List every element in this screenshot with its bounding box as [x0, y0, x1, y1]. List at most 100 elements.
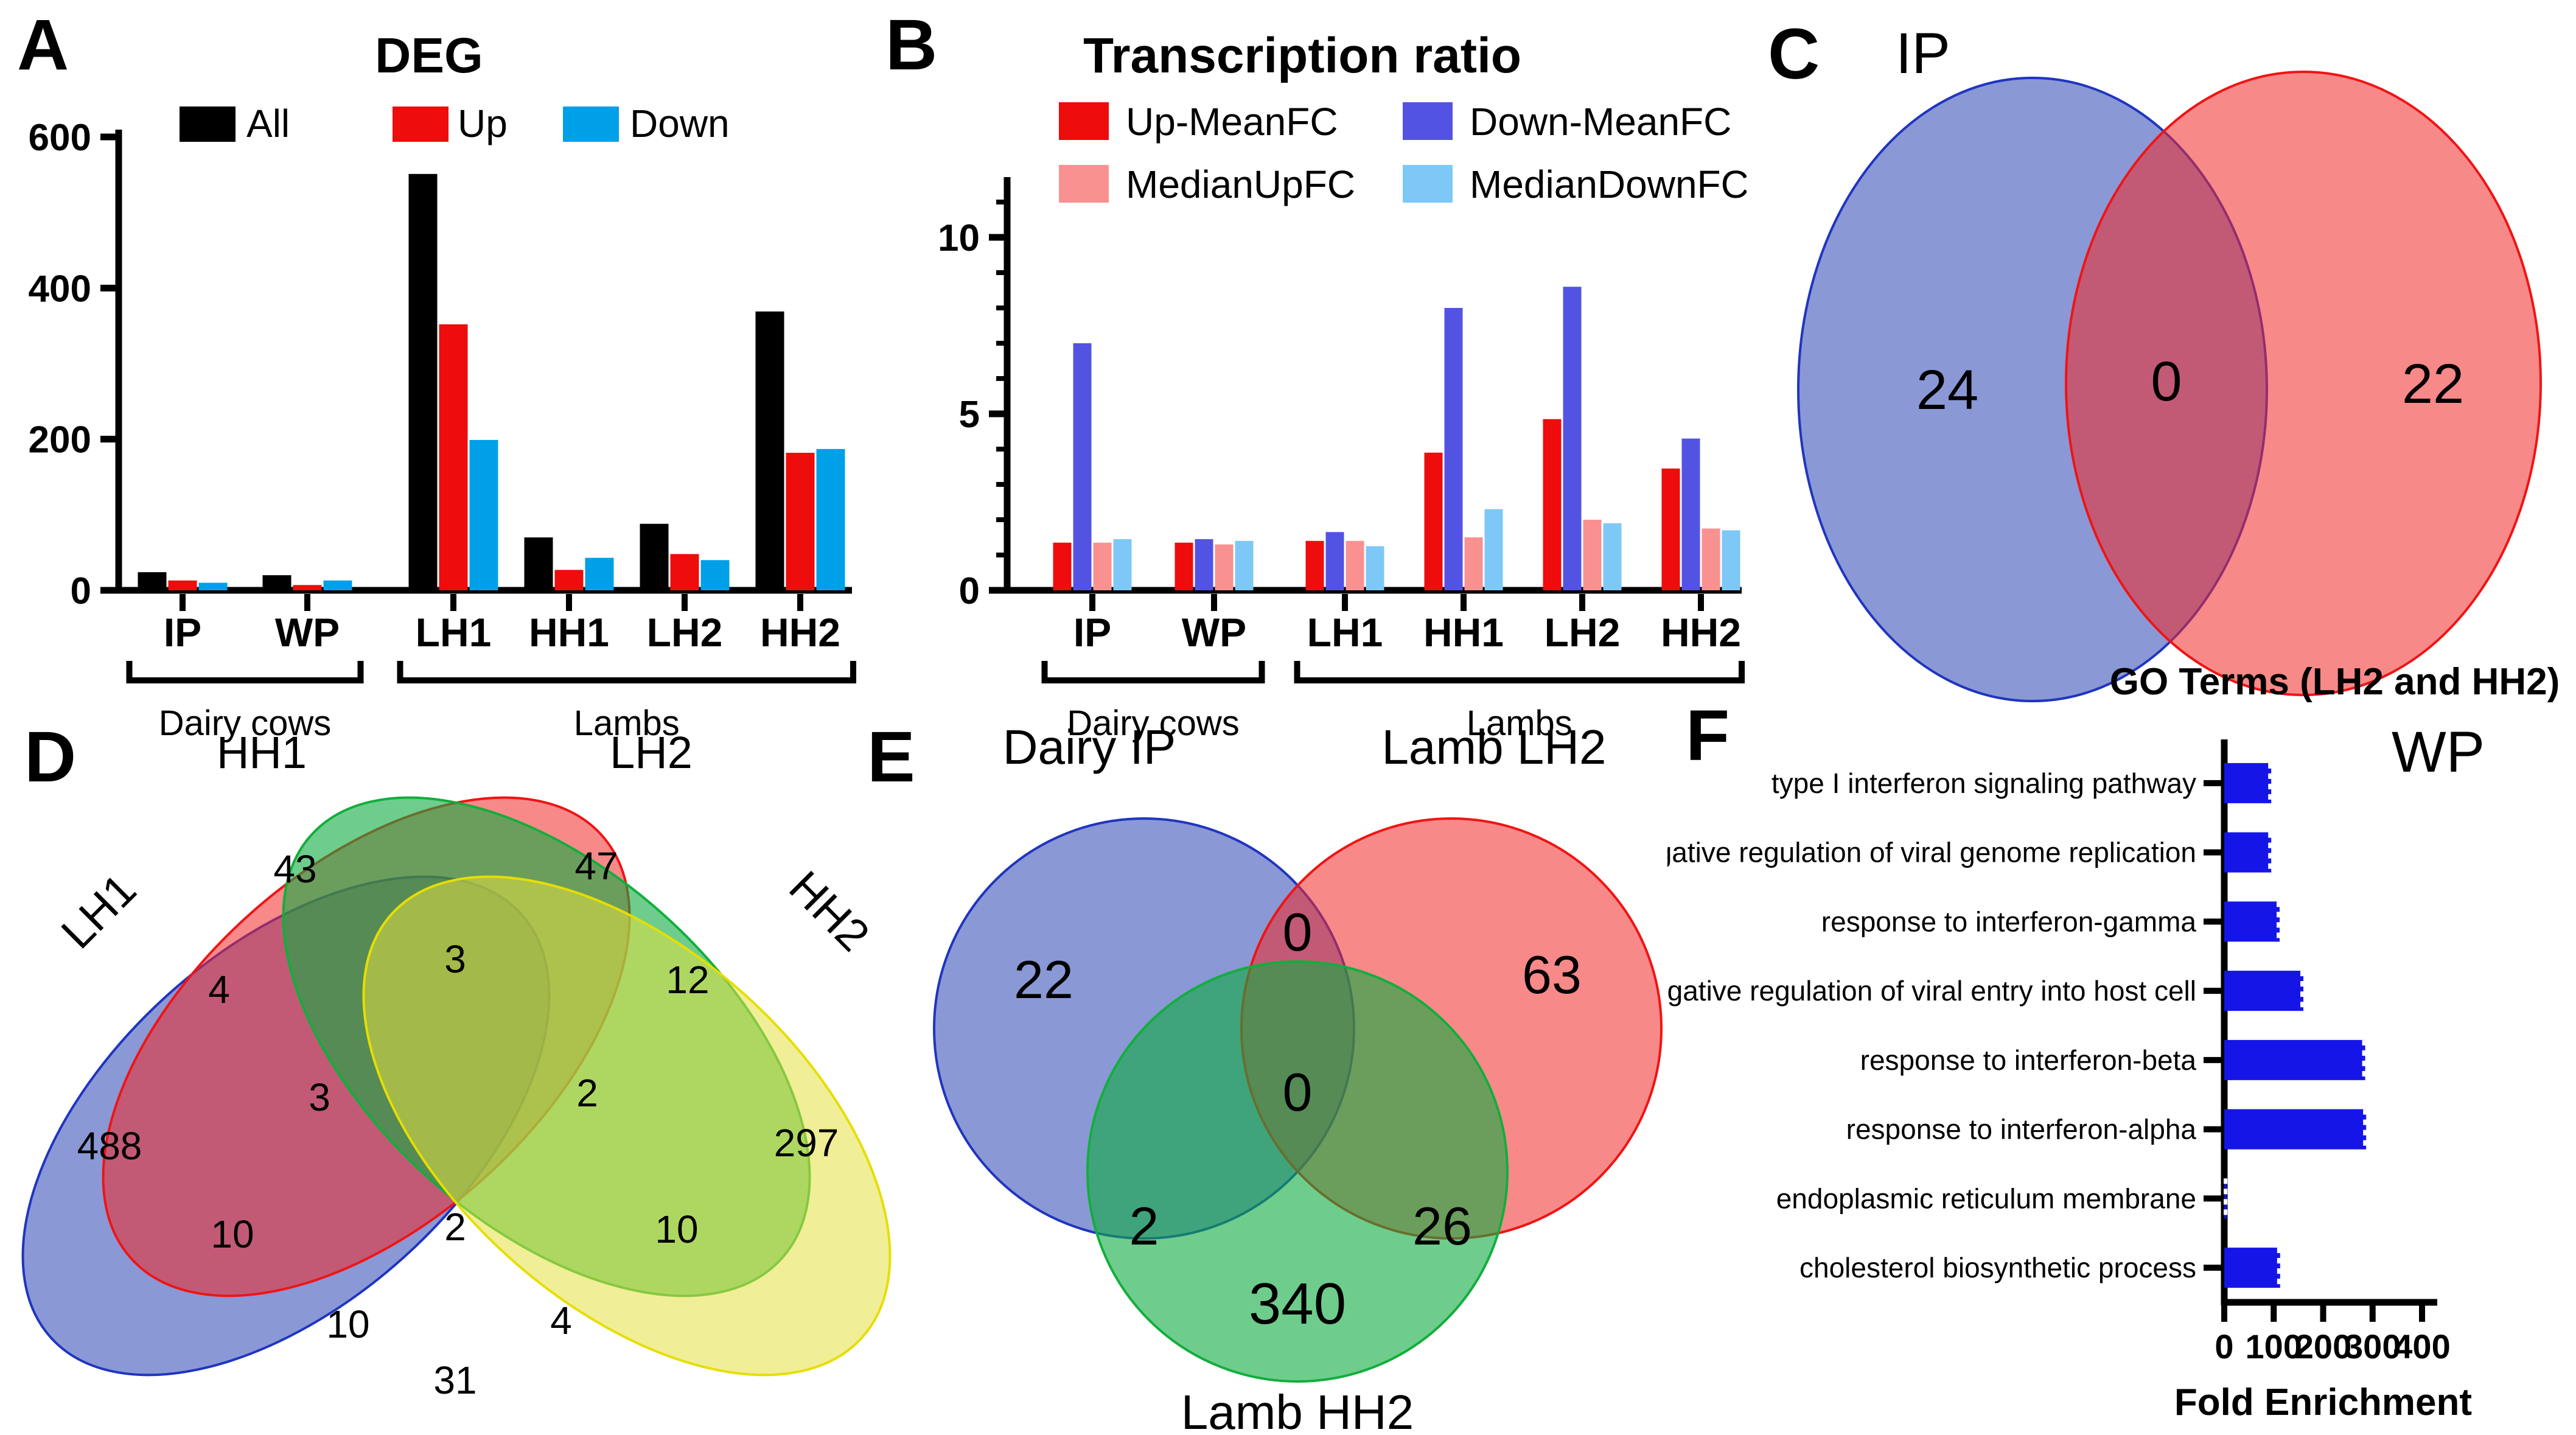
- go-term-bar-1: [2224, 832, 2272, 873]
- go-term-label: negative regulation of viral entry into …: [1667, 975, 2196, 1007]
- y-tick-label: 0: [959, 570, 980, 612]
- x-tick-label-WP: WP: [275, 610, 340, 655]
- x-axis-title: Fold Enrichment: [2174, 1381, 2472, 1423]
- venn-count-LH2∩HH2: 12: [666, 958, 709, 1002]
- bar-HH2-All: [755, 311, 784, 590]
- x-tick-label: 200: [2295, 1327, 2351, 1366]
- venn-set-label-dairy-ip: Dairy IP: [1003, 720, 1176, 774]
- group-label-Dairy cows: Dairy cows: [159, 704, 332, 743]
- bar-LH2-All: [640, 523, 669, 590]
- go-term-label: endoplasmic reticulum membrane: [1776, 1182, 2196, 1214]
- bar-WP-MedianUpFC: [1215, 544, 1234, 590]
- bar-IP-Down-MeanFC: [1073, 343, 1092, 590]
- go-term-label: type I interferon signaling pathway: [1771, 767, 2196, 799]
- group-bracket-Lambs: [1294, 661, 1745, 683]
- venn-set-label-WP: WP: [2392, 720, 2485, 784]
- bar-LH1-Up: [439, 324, 468, 590]
- legend-label-Up: Up: [458, 102, 508, 145]
- venn-count-HH1∩LH2: 3: [444, 937, 466, 981]
- venn-count-LH1∩HH1∩LH2∩HH2: 2: [444, 1205, 466, 1249]
- legend-label-MedianDownFC: MedianDownFC: [1470, 162, 1747, 206]
- panel-c-letter: C: [1768, 14, 1820, 94]
- venn-circle-Lamb HH2: [1086, 960, 1509, 1383]
- venn-set-label-HH1: HH1: [217, 727, 307, 778]
- bar-WP-Up-MeanFC: [1175, 542, 1193, 590]
- bar-HH1-Down: [585, 557, 614, 590]
- bar-IP-MedianUpFC: [1093, 542, 1112, 590]
- go-term-label: response to interferon-gamma: [1821, 906, 2197, 937]
- venn-count-ip-only: 24: [1916, 359, 1978, 421]
- x-tick-label: 0: [2215, 1327, 2233, 1366]
- venn-count-HH1∩LH2∩HH2: 2: [576, 1071, 598, 1115]
- bar-WP-Down: [323, 580, 352, 590]
- legend-label-Up-MeanFC: Up-MeanFC: [1126, 100, 1338, 144]
- legend-swatch-Up: [393, 106, 449, 142]
- legend-swatch-All: [180, 106, 236, 142]
- venn-count-LH2∩HH2: 26: [1412, 1196, 1472, 1256]
- panel-f-letter: F: [1686, 696, 1730, 776]
- venn-set-label-LH1: LH1: [52, 864, 146, 958]
- venn-set-label-HH2: HH2: [780, 861, 879, 960]
- bar-LH2-Down-MeanFC: [1563, 287, 1582, 590]
- x-tick-label-LH2: LH2: [647, 610, 723, 655]
- venn-set-label-lamb-lh2: Lamb LH2: [1381, 720, 1606, 774]
- x-tick-label-HH2: HH2: [1661, 610, 1741, 655]
- venn-count-LH1∩HH1: 4: [208, 968, 230, 1011]
- bar-LH2-MedianDownFC: [1603, 523, 1622, 590]
- venn-set-label-LH2: LH2: [610, 727, 693, 778]
- bar-HH2-Down: [816, 449, 845, 590]
- y-tick-label: 600: [29, 117, 91, 159]
- go-term-label: negative regulation of viral genome repl…: [1667, 837, 2196, 868]
- group-bracket-Dairy cows: [1041, 661, 1265, 683]
- bar-IP-Down: [198, 582, 228, 590]
- venn-count-Lamb LH2: 63: [1522, 944, 1582, 1005]
- venn-count-IP∩LH2∩HH2: 0: [1283, 1062, 1313, 1122]
- legend-label-All: All: [246, 102, 290, 145]
- x-tick-label-LH2: LH2: [1545, 610, 1621, 655]
- venn-count-HH2: 297: [774, 1121, 839, 1165]
- bar-LH2-Down: [700, 560, 730, 590]
- bar-LH1-MedianUpFC: [1346, 540, 1364, 590]
- bar-LH2-Up-MeanFC: [1543, 419, 1562, 590]
- go-term-bar-2: [2224, 901, 2280, 942]
- bar-LH1-Up-MeanFC: [1305, 540, 1324, 590]
- panel-f-title: GO Terms (LH2 and HH2): [2109, 661, 2560, 703]
- bar-LH2-MedianUpFC: [1583, 520, 1602, 590]
- legend-label-Down: Down: [630, 102, 730, 145]
- venn-count-IP∩HH2: 2: [1129, 1196, 1159, 1256]
- bar-HH1-Up-MeanFC: [1424, 452, 1443, 590]
- panel-a-title: DEG: [375, 28, 483, 83]
- x-tick-label-HH1: HH1: [1423, 610, 1504, 655]
- panel-b-title: Transcription ratio: [1083, 28, 1521, 83]
- group-label-Lambs: Lambs: [1467, 704, 1572, 743]
- go-term-bar-3: [2224, 971, 2303, 1011]
- bar-LH1-All: [408, 173, 438, 590]
- legend-swatch-Down-MeanFC: [1403, 102, 1453, 140]
- panel-e-letter: E: [867, 717, 915, 797]
- bar-HH1-MedianUpFC: [1464, 537, 1483, 590]
- venn-count-IP∩LH2: 0: [1283, 902, 1313, 962]
- panel-a-letter: A: [17, 5, 69, 85]
- legend-swatch-MedianDownFC: [1403, 165, 1453, 203]
- y-tick-label: 400: [29, 268, 91, 310]
- bar-HH2-Up: [786, 453, 815, 590]
- group-bracket-Lambs: [397, 661, 856, 683]
- bar-WP-Up: [293, 585, 322, 590]
- go-term-bar-4: [2224, 1039, 2365, 1080]
- go-term-label: response to interferon-alpha: [1846, 1114, 2197, 1145]
- bar-IP-Up: [168, 580, 197, 590]
- y-tick-label: 10: [938, 217, 980, 259]
- bar-WP-Down-MeanFC: [1195, 539, 1213, 590]
- venn-count-LH1∩LH2∩HH2: 10: [326, 1302, 369, 1346]
- bar-LH1-MedianDownFC: [1366, 546, 1384, 590]
- x-tick-label-IP: IP: [1073, 610, 1111, 655]
- legend-swatch-MedianUpFC: [1059, 165, 1109, 203]
